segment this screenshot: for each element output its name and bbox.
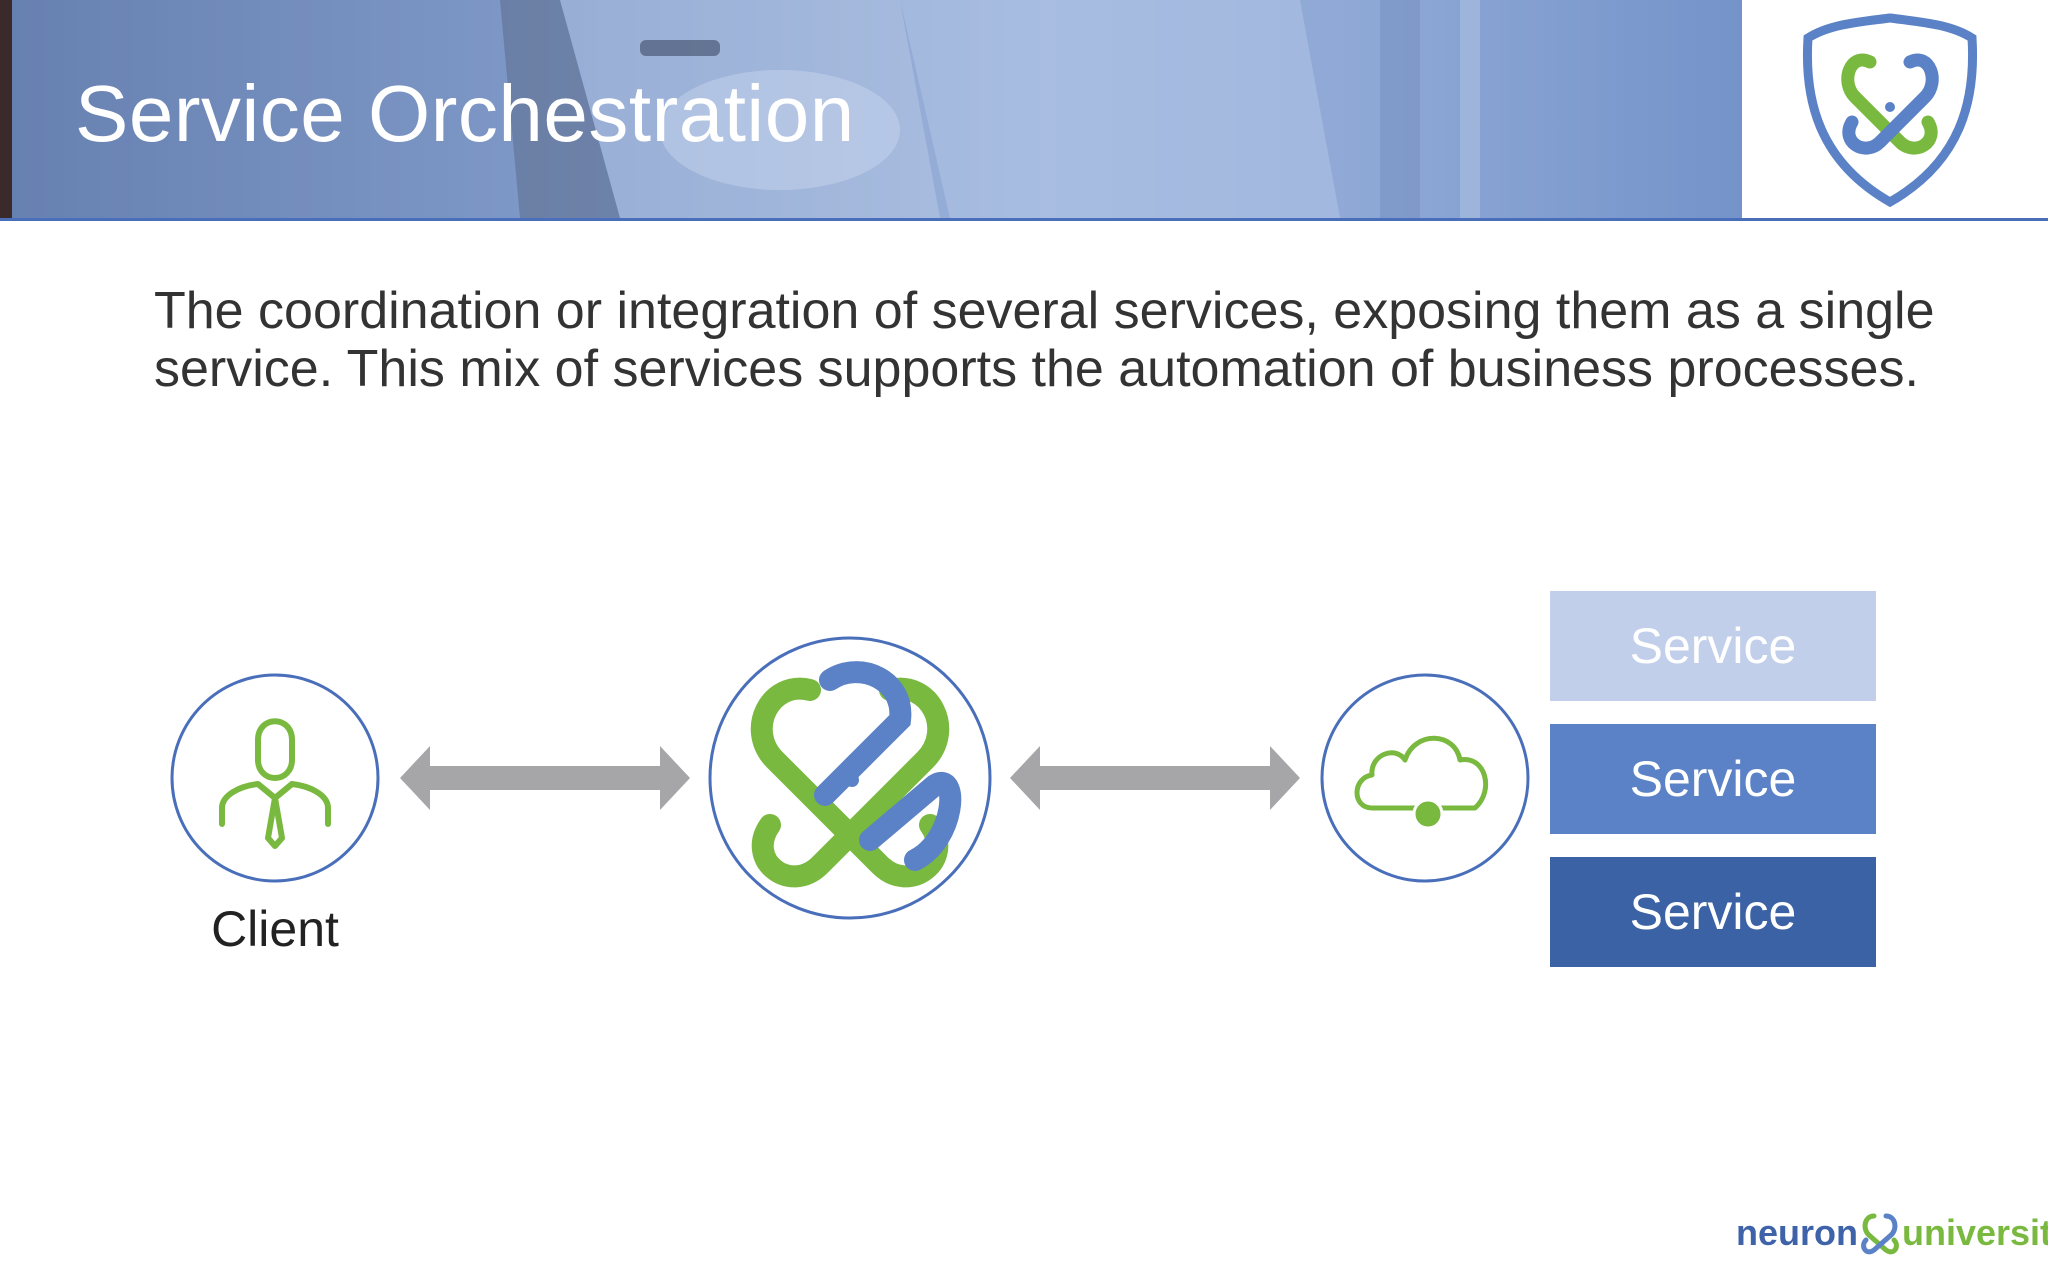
person-icon xyxy=(219,718,331,849)
banner-photo xyxy=(0,0,1742,218)
brand-text-neuron: neuron xyxy=(1736,1212,1858,1253)
footer-brand-logo: neuron university xyxy=(1736,1210,2048,1256)
globe-icon xyxy=(1412,798,1444,830)
service-box-1: Service xyxy=(1550,591,1876,701)
banner-divider xyxy=(0,218,2048,221)
client-node xyxy=(170,673,380,883)
neuron-logo-icon xyxy=(750,661,962,888)
shield-logo-icon xyxy=(1802,13,1978,207)
service-box-2: Service xyxy=(1550,724,1876,834)
service-box-3: Service xyxy=(1550,857,1876,967)
brand-text-university: university xyxy=(1902,1212,2048,1253)
cloud-icon xyxy=(1354,735,1489,811)
orchestrator-node xyxy=(708,636,992,920)
bidirectional-arrow-left xyxy=(400,746,690,810)
description-text: The coordination or integration of sever… xyxy=(154,282,1935,398)
bidirectional-arrow-right xyxy=(1010,746,1300,810)
brand-knot-icon xyxy=(1861,1213,1899,1255)
cloud-node xyxy=(1320,673,1530,883)
header-banner: Service Orchestration xyxy=(0,0,1742,218)
client-label: Client xyxy=(211,901,339,957)
page-title: Service Orchestration xyxy=(75,69,855,158)
